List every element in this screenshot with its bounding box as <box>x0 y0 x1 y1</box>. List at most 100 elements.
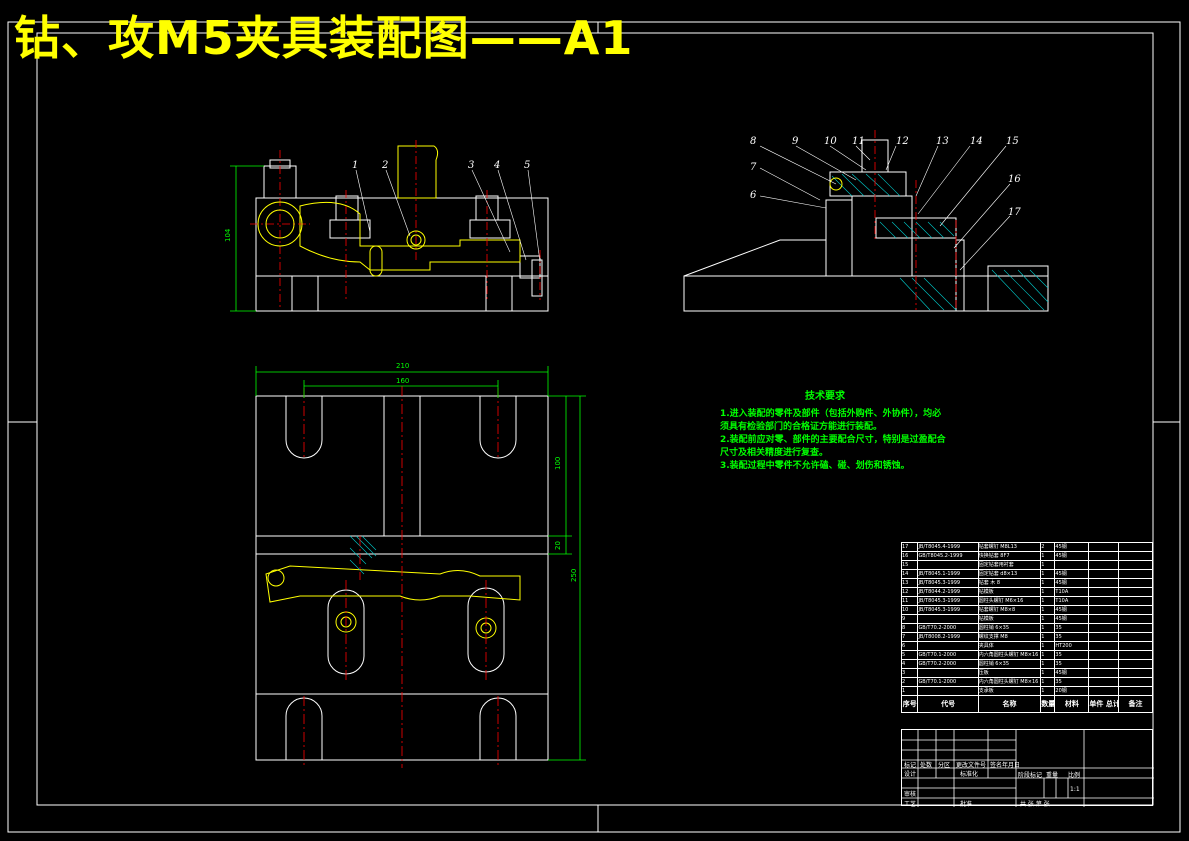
bom-cell-mat: 45钢 <box>1054 551 1090 561</box>
bom-cell-empty <box>1088 614 1119 624</box>
bom-cell-empty <box>1088 686 1119 696</box>
bom-cell-empty <box>1117 578 1154 588</box>
bom-cell-empty <box>1117 551 1154 561</box>
part-label-7: 7 <box>750 162 757 173</box>
part-label-4: 4 <box>493 160 500 171</box>
bom-cell-code: GB/T70.1-2000 <box>917 677 979 687</box>
bom-cell-mat: 45钢 <box>1054 542 1090 552</box>
bom-cell-mat: 35 <box>1054 677 1090 687</box>
part-labels: 1 2 3 4 5 6 7 8 9 10 11 12 13 14 15 16 1… <box>352 136 1021 218</box>
bom-cell-name: 内六角圆柱头螺钉 M8×16 <box>977 650 1042 660</box>
bom-cell-no: 13 <box>900 578 919 588</box>
bom-cell-name: 压板 <box>977 668 1042 678</box>
tb-review: 审核 <box>904 791 917 798</box>
bom-cell-code <box>917 614 979 624</box>
tb-sheets: 共 张 第 张 <box>1020 801 1050 808</box>
dim-upper-text: 100 <box>554 457 562 470</box>
bom-cell-name: 快换钻套 8F7 <box>977 551 1042 561</box>
bom-cell-qty: 1 <box>1040 623 1056 633</box>
bom-cell-name: 螺纹支撑 M8 <box>977 632 1042 642</box>
front-leaders <box>355 169 541 263</box>
bom-cell-empty <box>1117 686 1154 696</box>
top-workpiece <box>265 565 521 603</box>
bom-cell-empty <box>1088 605 1119 615</box>
side-view-hatch <box>831 173 1049 311</box>
part-label-11: 11 <box>852 136 865 147</box>
tb-sign: 签名 <box>990 762 1003 769</box>
bom-header-row: 序号 代号 名称 数量 材料 单件 总计 重量 备注 <box>900 695 1154 713</box>
bom-cell-mat: 45钢 <box>1054 569 1090 579</box>
part-label-2: 2 <box>381 160 388 171</box>
bom-cell-no: 9 <box>900 614 919 624</box>
bom-cell-empty <box>1088 596 1119 606</box>
bom-cell-no: 17 <box>900 542 919 552</box>
bom-cell-code: JB/T8044.2-1999 <box>917 587 979 597</box>
bom-cell-empty <box>1117 668 1154 678</box>
bom-cell-code <box>917 560 979 570</box>
bom-cell-qty: 2 <box>1040 542 1056 552</box>
bom-cell-name: 夹具体 <box>977 641 1042 651</box>
bom-cell-empty <box>1088 650 1119 660</box>
title-block-grid <box>902 730 1154 807</box>
part-label-17: 17 <box>1008 207 1021 218</box>
bom-cell-name: 钻模板 <box>977 587 1042 597</box>
bom-cell-empty <box>1088 668 1119 678</box>
bom-cell-code: JB/T8045.3-1999 <box>917 578 979 588</box>
top-view-part <box>265 565 521 639</box>
bom-cell-qty: 1 <box>1040 560 1056 570</box>
bom-cell-qty: 1 <box>1040 632 1056 642</box>
tb-approve: 批准 <box>960 801 973 808</box>
tb-change-doc: 更改文件号 <box>956 762 987 769</box>
bom-cell-empty <box>1088 641 1119 651</box>
inner-border <box>36 32 1154 806</box>
front-drill-bushing <box>397 145 439 199</box>
dim-width-inner-text: 160 <box>396 377 409 385</box>
side-view <box>683 139 1049 312</box>
bom-cell-no: 16 <box>900 551 919 561</box>
bom-cell-empty <box>1117 614 1154 624</box>
part-label-15: 15 <box>1006 136 1019 147</box>
drawing-title: 钻、攻M5夹具装配图——A1 <box>14 11 634 65</box>
tb-process: 工艺 <box>904 801 917 808</box>
bom-cell-empty <box>1117 542 1154 552</box>
bom-cell-qty: 1 <box>1040 578 1056 588</box>
bom-cell-empty <box>1117 560 1154 570</box>
bom-cell-empty <box>1088 542 1119 552</box>
bom-cell-code: JB/T8045.3-1999 <box>917 605 979 615</box>
bom-cell-empty <box>1117 623 1154 633</box>
side-view-centerlines <box>874 130 957 310</box>
side-base-outline <box>683 275 1049 312</box>
bom-cell-name: 钻套螺钉 M8L13 <box>977 542 1042 552</box>
bom-cell-mat: 45钢 <box>1054 605 1090 615</box>
bom-cell-name: 钻模板 <box>977 614 1042 624</box>
bom-cell-no: 12 <box>900 587 919 597</box>
bom-cell-qty: 1 <box>1040 686 1056 696</box>
bom-cell-mat: 45钢 <box>1054 668 1090 678</box>
bom-cell-no: 11 <box>900 596 919 606</box>
bom-header-weight: 单件 总计 重量 <box>1088 695 1119 713</box>
tb-mark: 标记 <box>904 762 917 769</box>
side-leaders <box>759 145 1011 271</box>
tb-date: 年月日 <box>1002 762 1021 769</box>
tech-requirement-item: 2.装配前应对零、部件的主要配合尺寸，特别是过盈配合尺寸及相关精度进行复查。 <box>720 435 946 458</box>
bom-cell-no: 2 <box>900 677 919 687</box>
bom-cell-mat: 45钢 <box>1054 614 1090 624</box>
top-view-centerlines <box>303 386 499 768</box>
title-block: 标记 处数 分区 更改文件号 签名 年月日 设计 标准化 审核 工艺 批准 阶段… <box>901 729 1154 808</box>
bom-cell-no: 4 <box>900 659 919 669</box>
bom-cell-code: GB/T70.2-2000 <box>917 623 979 633</box>
bom-cell-qty: 1 <box>1040 596 1056 606</box>
bom-cell-no: 3 <box>900 668 919 678</box>
bom-cell-qty: 1 <box>1040 605 1056 615</box>
